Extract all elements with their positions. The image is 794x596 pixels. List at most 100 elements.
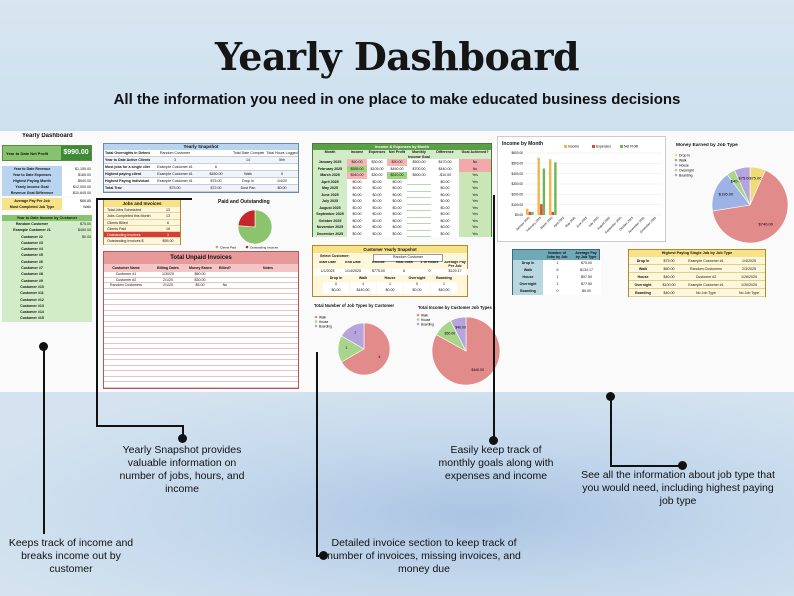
callout-customer: Keeps track of income and breaks income … [8,537,134,575]
cs-type: House [384,276,396,280]
pie-data-label: $740.00 [759,221,774,226]
jobs-row: Clients Billed 6 [104,220,180,226]
invoice-cell[interactable]: 2/1/20 [163,283,173,287]
invoice-cell[interactable]: No [222,283,228,287]
job-type-cell: $97.50 [572,274,601,281]
customer-row: Customer #9 [2,277,92,284]
customer-row: Customer #2$0.00 [2,233,92,240]
legend-label: Drop In [679,153,690,157]
invoice-cell[interactable]: $60.00 [194,272,206,276]
connector-dot-invoice [319,551,328,560]
monthly-cell: Yes [459,198,491,205]
callout-monthly: Easily keep track of monthly goals along… [438,444,554,482]
invoice-cell[interactable]: Customer #2 [115,277,137,282]
monthly-row: February 2025$555.00$105.00$450.00$700.0… [313,165,491,172]
monthly-cell: $470.00 [431,159,459,166]
monthly-cell: Yes [459,172,491,179]
highest-cell: $40.00 [663,275,675,279]
monthly-cell: $0.00 [367,198,387,205]
legend-marker [314,315,318,319]
customer-label: Customer #4 [2,246,62,253]
job-type-cell: House [513,274,543,281]
x-tick-label: April 2025 [553,216,566,229]
select-customer-dropdown[interactable]: Random Customer [373,254,443,262]
legend-label: Walk [679,158,687,162]
monthly-cell: $0.00 [431,191,459,198]
extra-label: Most Completed Job Type [2,204,62,210]
customer-row: Customer #3 [2,239,92,247]
snapshot-cell: Example Customer #1 [157,179,193,183]
highest-cell: $75.00 [663,259,675,263]
invoice-cell[interactable]: 1/30/20 [162,272,174,276]
snapshot-cell: Highest paying client [105,172,142,176]
highest-paying-title: Highest Paying Single Job by Job Type [629,250,765,257]
job-count-pie-title: Total Number of Job Types by Customer [314,303,395,308]
invoice-row [104,344,298,349]
pie-data-label: $75.00 [749,176,762,181]
monthly-cell: Yes [459,178,491,185]
bar [549,159,552,215]
monthly-cell: $0.00 [347,191,367,198]
jobs-label: Clients Billed [107,220,128,225]
paid-outstanding-title: Paid and Outstanding [218,199,270,205]
monthly-cell: $0.00 [367,204,387,211]
pie-data-label: $50.00 [445,331,456,335]
cs-type-income: $0.00 [323,288,349,294]
y-tick-label: $400.00 [511,172,523,176]
monthly-cell: $0.00 [347,204,367,211]
invoice-column-header: Billed? [219,266,231,270]
invoice-cell[interactable]: Random Customers [110,283,142,287]
bar [542,168,546,215]
pie-slice [341,322,365,350]
pie-data-label: $40.00 [455,326,466,330]
monthly-cell: December 2025 [313,230,347,237]
summary-row: Year to Date Revenue$1,155.00 [2,166,92,172]
snapshot-cell: Drop In [242,179,254,183]
customer-value [62,315,92,322]
job-type-cell: Boarding [513,288,543,295]
y-tick-label: $200.00 [511,193,523,197]
customer-row: Customer #11 [2,290,92,297]
spreadsheet-screenshot: Yearly Dashboard Year to Date Net Profit… [0,131,794,392]
invoice-row [104,333,298,338]
connector-invoice [316,352,318,556]
monthly-cell: Yes [459,185,491,192]
invoice-cell[interactable]: Customer #1 [115,272,137,276]
jobs-row: Outstanding Invoices $$95.00 [104,238,180,245]
jobs-value: 6 [167,220,169,225]
snapshot-cell: $450.00 [209,172,223,176]
legend-label: House [421,318,430,322]
jobs-label: Clients Paid [107,226,127,231]
cs-type-income: $40.00 [431,288,457,294]
legend-label: Expenses [596,145,611,149]
cs-value: $129.17 [442,269,468,275]
customer-row: Customer #4 [2,246,92,253]
job-type-cell: 0 [543,288,572,295]
pie-slice [237,209,256,228]
monthly-cell: $0.00 [367,230,387,237]
highest-cell: Overnight [634,283,652,287]
monthly-cell: $0.00 [387,217,407,224]
y-tick-label: $0.00 [515,213,523,217]
invoice-row [104,382,298,388]
invoice-cell[interactable]: 2/1/20 [163,277,173,282]
highest-paying-table: Highest Paying Single Job by Job Type Dr… [628,249,766,297]
invoice-column-header: Customer Name [112,266,140,270]
net-profit-box: Year to Date Net Profit $990.00 [2,145,92,161]
invoice-cell[interactable]: $5.00 [195,283,205,287]
snapshot-cell: $72.00 [210,186,222,190]
snapshot-cell: 5hh [279,158,285,162]
invoice-column-header: Money Earned [189,266,212,270]
monthly-cell: Yes [459,204,491,211]
legend-label: Boarding [319,324,332,328]
invoice-cell[interactable]: $30.00 [194,277,206,282]
summary-row: Year to Date Expenses$165.00 [2,172,92,178]
